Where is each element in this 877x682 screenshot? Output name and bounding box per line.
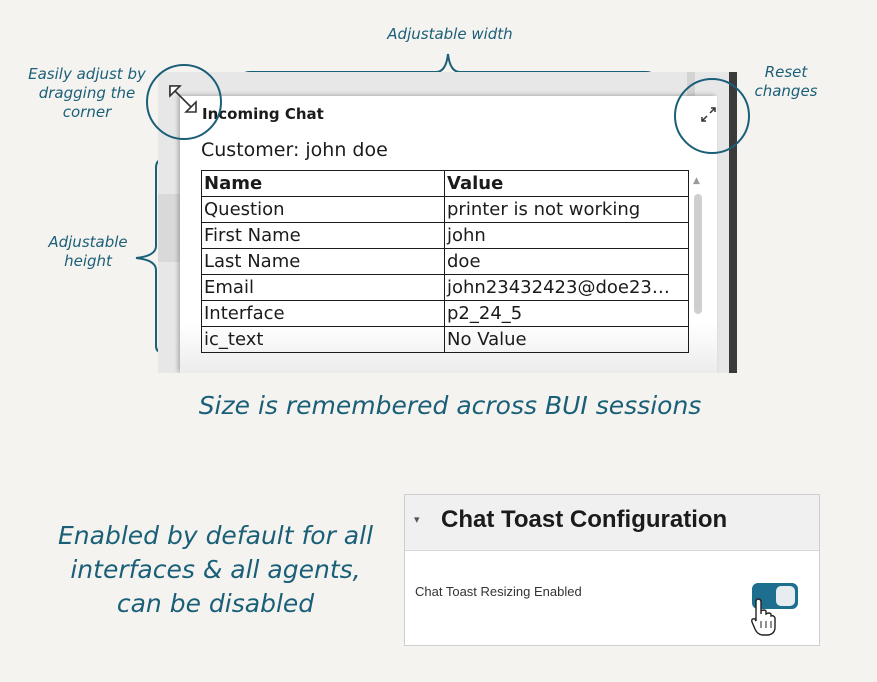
- background-band: [158, 194, 180, 262]
- table-scrollbar[interactable]: [694, 194, 702, 314]
- window-edge: [729, 72, 737, 373]
- row-value: printer is not working: [444, 196, 689, 223]
- row-name: First Name: [201, 222, 445, 249]
- table-header-row: Name Value: [201, 170, 689, 197]
- resizing-setting-label: Chat Toast Resizing Enabled: [415, 584, 582, 599]
- header-name: Name: [201, 170, 445, 197]
- toggle-knob: [776, 586, 795, 606]
- row-value: john: [444, 222, 689, 249]
- row-value: No Value: [444, 326, 689, 353]
- config-section-header[interactable]: ▾ Chat Toast Configuration: [405, 495, 819, 551]
- row-value: john23432423@doe23…: [444, 274, 689, 301]
- hand-pointer-icon: [751, 598, 776, 636]
- chat-toast-config-panel: ▾ Chat Toast Configuration Chat Toast Re…: [404, 494, 820, 646]
- row-name: Interface: [201, 300, 445, 327]
- height-brace: [135, 159, 176, 353]
- table-row: First Name john: [201, 222, 689, 249]
- resizing-toggle[interactable]: [752, 583, 798, 609]
- scroll-up-arrow-icon[interactable]: ▲: [693, 176, 700, 186]
- corner-highlight-circle: [146, 64, 222, 140]
- row-name: ic_text: [201, 326, 445, 353]
- caption-enabled-default: Enabled by default for all interfaces & …: [57, 521, 374, 618]
- table-row: Last Name doe: [201, 248, 689, 275]
- table-row: ic_text No Value: [201, 326, 689, 353]
- header-value: Value: [444, 170, 689, 197]
- row-value: p2_24_5: [444, 300, 689, 327]
- annotation-corner: Easily adjust by dragging the corner: [28, 65, 146, 121]
- table-row: Interface p2_24_5: [201, 300, 689, 327]
- customer-label: Customer: john doe: [201, 139, 388, 161]
- row-value: doe: [444, 248, 689, 275]
- row-name: Last Name: [201, 248, 445, 275]
- reset-highlight-circle: [674, 78, 750, 154]
- annotation-reset: Reset changes: [754, 63, 818, 100]
- row-name: Email: [201, 274, 445, 301]
- annotation-height: Adjustable height: [48, 233, 128, 270]
- table-row: Email john23432423@doe23…: [201, 274, 689, 301]
- toast-screenshot: Incoming Chat Customer: john doe Name Va…: [158, 72, 737, 373]
- caption-size-remembered: Size is remembered across BUI sessions: [198, 391, 702, 420]
- table-row: Question printer is not working: [201, 196, 689, 223]
- config-section-title: Chat Toast Configuration: [441, 506, 728, 533]
- caret-down-icon[interactable]: ▾: [414, 513, 420, 526]
- annotation-width: Adjustable width: [387, 25, 513, 43]
- chat-info-table: Name Value Question printer is not worki…: [201, 170, 689, 353]
- row-name: Question: [201, 196, 445, 223]
- toast-title: Incoming Chat: [202, 105, 324, 123]
- chat-toast: Incoming Chat Customer: john doe Name Va…: [180, 96, 717, 373]
